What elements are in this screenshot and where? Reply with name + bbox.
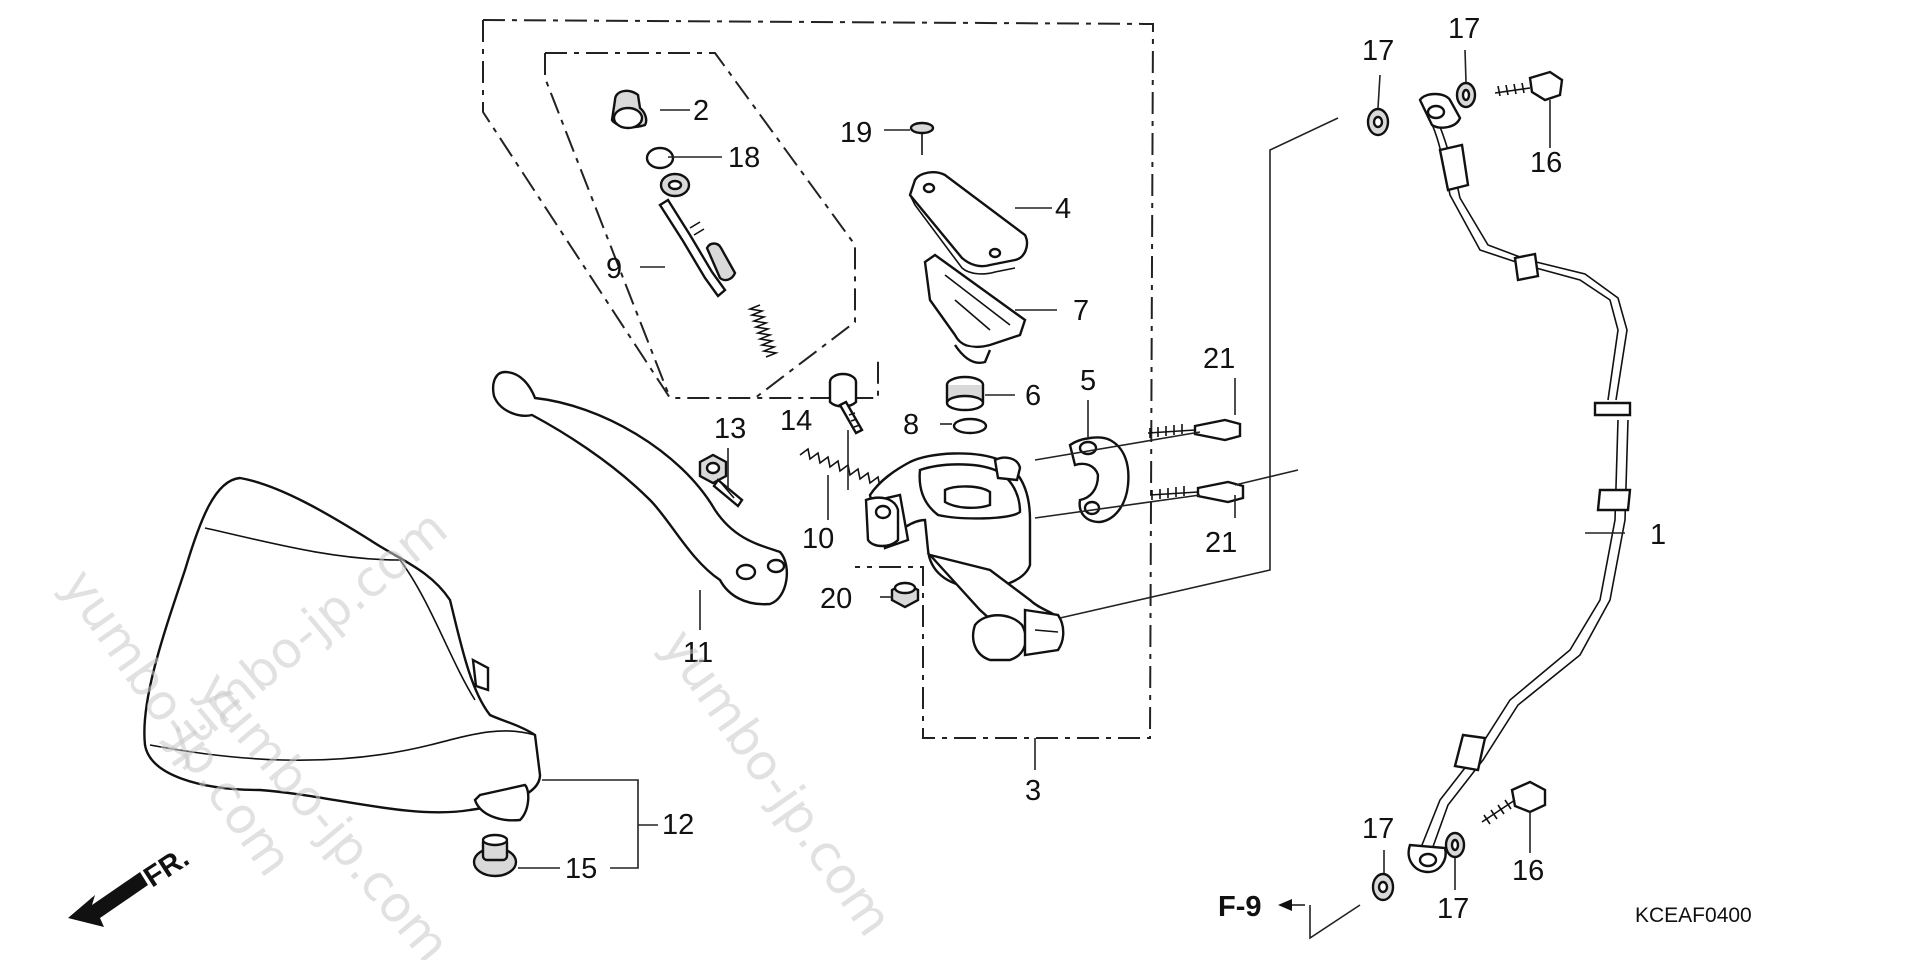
callout-15: 15 bbox=[565, 853, 597, 885]
pivot-bolt bbox=[828, 372, 864, 435]
lever-cover bbox=[143, 476, 542, 822]
master-cylinder-holder bbox=[1068, 436, 1130, 524]
piston-boot bbox=[610, 89, 648, 130]
reservoir-cap bbox=[908, 171, 1029, 275]
watermark: yumbo-jp.com bbox=[650, 619, 904, 947]
flange-nut bbox=[890, 581, 920, 609]
callout-13: 13 bbox=[714, 413, 746, 445]
callout-8: 8 bbox=[903, 409, 919, 441]
sealing-washer-lower-right bbox=[1444, 831, 1466, 859]
sealing-washer-upper-left bbox=[1366, 107, 1390, 137]
master-cylinder-body bbox=[864, 452, 1065, 662]
banjo-bolt-lower bbox=[1481, 780, 1547, 825]
callout-1: 1 bbox=[1650, 519, 1666, 551]
callout-21-upper: 21 bbox=[1203, 343, 1235, 375]
piston bbox=[658, 198, 737, 298]
callout-17-lower-right: 17 bbox=[1437, 893, 1469, 925]
kit-boundary-3 bbox=[482, 19, 1155, 739]
kit-boundary-9 bbox=[544, 52, 856, 399]
snap-ring bbox=[645, 146, 675, 170]
sealing-washer-upper-right bbox=[1455, 81, 1477, 109]
callout-7: 7 bbox=[1073, 295, 1089, 327]
callout-11: 11 bbox=[683, 637, 713, 669]
callout-17-lower-left: 17 bbox=[1362, 813, 1394, 845]
callout-9: 9 bbox=[606, 253, 622, 285]
callout-3: 3 bbox=[1025, 775, 1041, 807]
pivot-screw bbox=[712, 478, 744, 508]
reference-f9: F-9 bbox=[1218, 891, 1262, 923]
callout-16-upper: 16 bbox=[1530, 147, 1562, 179]
clutch-hose bbox=[1407, 92, 1632, 874]
callout-4: 4 bbox=[1055, 193, 1071, 225]
holder-bolt-lower bbox=[1149, 480, 1245, 504]
front-direction-label: FR. bbox=[138, 842, 195, 894]
nut bbox=[698, 453, 728, 485]
piston-spring bbox=[747, 304, 779, 358]
piston-seal bbox=[659, 172, 691, 198]
callout-6: 6 bbox=[1025, 380, 1041, 412]
circlip bbox=[952, 417, 988, 435]
callout-2: 2 bbox=[693, 95, 709, 127]
callout-14: 14 bbox=[780, 405, 812, 437]
holder-bolt-upper bbox=[1147, 418, 1242, 442]
callout-17-upper-left: 17 bbox=[1362, 35, 1394, 67]
callout-21-lower: 21 bbox=[1205, 527, 1237, 559]
diagram-code: KCEAF0400 bbox=[1635, 904, 1752, 927]
callout-labels: 1 2 3 4 5 6 7 8 9 10 11 12 13 14 15 16 1… bbox=[565, 13, 1666, 925]
diaphragm bbox=[923, 253, 1027, 364]
diaphragm-plate bbox=[945, 375, 985, 412]
callout-17-upper-right: 17 bbox=[1448, 13, 1480, 45]
cap-screw bbox=[909, 121, 935, 155]
callout-16-lower: 16 bbox=[1512, 855, 1544, 887]
banjo-bolt-upper bbox=[1494, 70, 1564, 102]
clutch-lever bbox=[491, 370, 788, 606]
callout-18: 18 bbox=[728, 142, 760, 174]
callout-19: 19 bbox=[840, 117, 872, 149]
callout-20: 20 bbox=[820, 583, 852, 615]
leader-lines bbox=[518, 49, 1625, 940]
callout-5: 5 bbox=[1080, 365, 1096, 397]
callout-10: 10 bbox=[802, 523, 834, 555]
grommet bbox=[472, 833, 518, 878]
callout-12: 12 bbox=[662, 809, 694, 841]
sealing-washer-lower-left bbox=[1371, 872, 1395, 902]
front-direction-arrow: FR. bbox=[68, 842, 195, 927]
